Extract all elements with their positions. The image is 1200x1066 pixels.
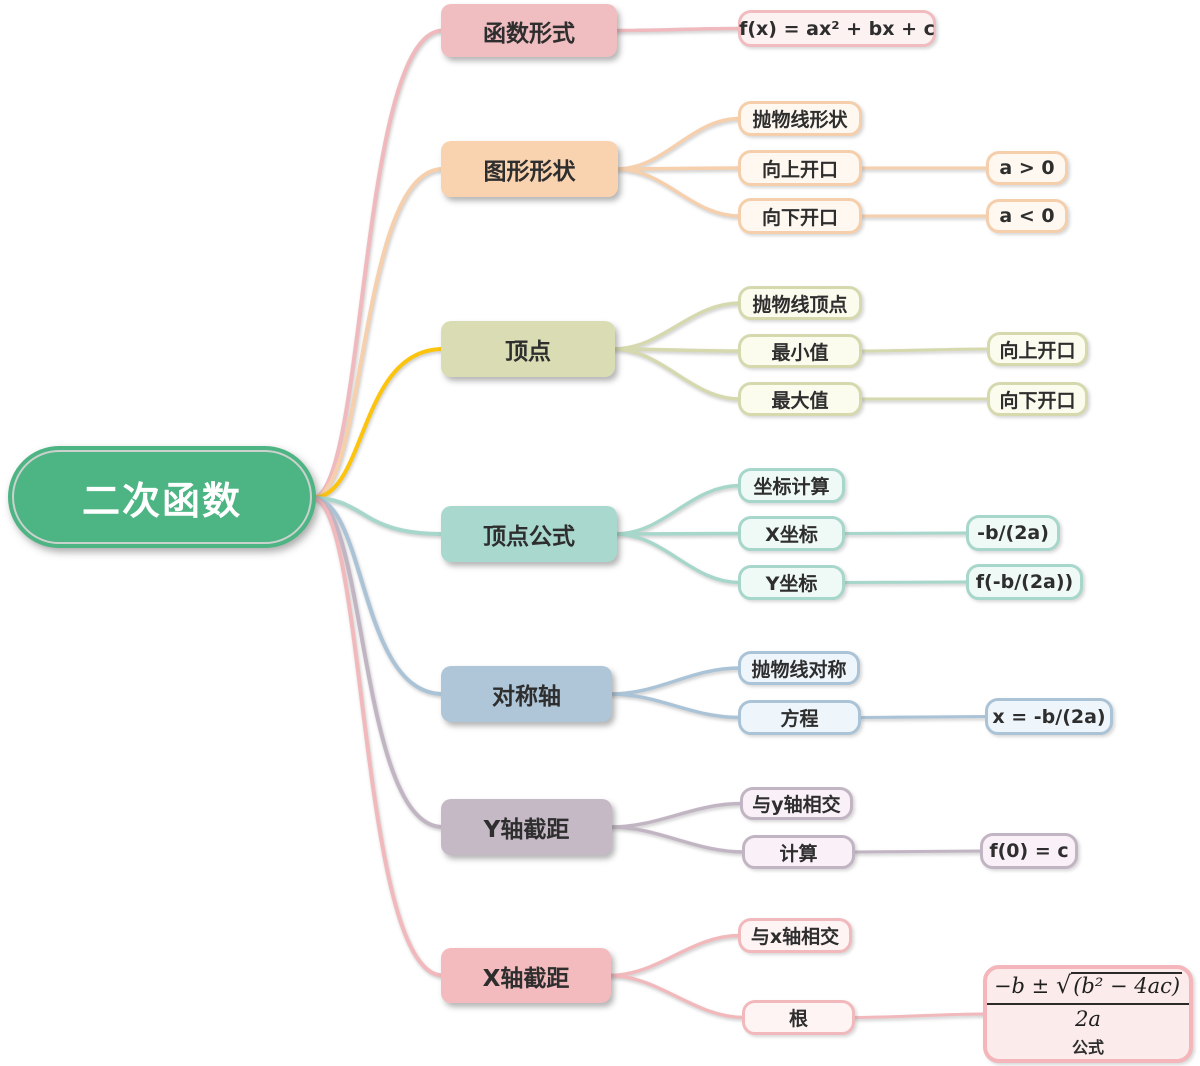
wire-root-to-branch-y-intercept bbox=[310, 496, 445, 829]
wire-node-x-coordinate-to-node-x-coord-value bbox=[841, 531, 970, 535]
node-symmetry-equation[interactable]: x = -b/(2a) bbox=[985, 698, 1113, 735]
branch-y-intercept[interactable]: Y轴截距 bbox=[441, 799, 612, 855]
node-parabola-shape[interactable]: 抛物线形状 bbox=[738, 101, 862, 136]
branch-x-intercept[interactable]: X轴截距 bbox=[441, 948, 611, 1003]
node-quadratic-formula[interactable]: −b ± √(b² − 4ac)2a 公式 bbox=[983, 965, 1193, 1063]
node-max-opens-down[interactable]: 向下开口 bbox=[987, 382, 1088, 416]
branch-graph-shape[interactable]: 图形形状 bbox=[441, 141, 618, 197]
node-a-negative[interactable]: a < 0 bbox=[986, 199, 1068, 233]
wire-branch-vertex-formula-to-node-y-coordinate bbox=[613, 532, 742, 585]
wire-node-roots-to-node-quadratic-formula bbox=[851, 1012, 987, 1019]
wire-node-y-coordinate-to-node-y-coord-value bbox=[841, 580, 970, 584]
branch-vertex[interactable]: 顶点 bbox=[441, 321, 615, 377]
node-x-coord-value[interactable]: -b/(2a) bbox=[966, 515, 1060, 551]
wire-root-to-branch-graph-shape bbox=[310, 167, 445, 500]
wire-branch-y-intercept-to-node-calculation bbox=[608, 825, 746, 854]
node-standard-form[interactable]: f(x) = ax² + bx + c bbox=[738, 10, 936, 47]
wire-branch-vertex-to-node-maximum-value bbox=[611, 347, 742, 401]
node-calculation[interactable]: 计算 bbox=[742, 835, 855, 869]
wire-branch-graph-shape-to-node-opens-upward bbox=[614, 166, 742, 171]
formula-caption: 公式 bbox=[1071, 1037, 1104, 1057]
node-min-opens-up[interactable]: 向上开口 bbox=[987, 332, 1088, 366]
wire-branch-y-intercept-to-node-crosses-y-axis bbox=[608, 801, 744, 829]
wire-branch-vertex-to-node-parabola-vertex bbox=[611, 301, 742, 351]
node-parabola-vertex[interactable]: 抛物线顶点 bbox=[738, 286, 862, 320]
branch-axis-of-symmetry[interactable]: 对称轴 bbox=[441, 666, 612, 722]
branch-function-form[interactable]: 函数形式 bbox=[441, 4, 617, 57]
quadratic-formula-fraction: −b ± √(b² − 4ac)2a bbox=[986, 970, 1190, 1032]
wire-branch-axis-of-symmetry-to-node-parabola-symmetry bbox=[608, 666, 742, 696]
node-equation[interactable]: 方程 bbox=[738, 700, 861, 735]
wire-node-minimum-value-to-node-min-opens-up bbox=[858, 347, 991, 353]
wire-root-to-branch-axis-of-symmetry bbox=[310, 496, 445, 696]
node-crosses-y-axis[interactable]: 与y轴相交 bbox=[740, 787, 853, 820]
wire-branch-axis-of-symmetry-to-node-equation bbox=[608, 692, 742, 720]
node-y-coordinate[interactable]: Y坐标 bbox=[738, 565, 845, 600]
node-y-coord-value[interactable]: f(-b/(2a)) bbox=[966, 564, 1083, 600]
node-maximum-value[interactable]: 最大值 bbox=[738, 382, 862, 416]
wire-node-equation-to-node-symmetry-equation bbox=[857, 715, 989, 719]
node-parabola-symmetry[interactable]: 抛物线对称 bbox=[738, 651, 860, 685]
node-minimum-value[interactable]: 最小值 bbox=[738, 334, 862, 368]
node-a-positive[interactable]: a > 0 bbox=[986, 151, 1068, 185]
wire-branch-graph-shape-to-node-parabola-shape bbox=[614, 116, 742, 171]
radicand: (b² − 4ac) bbox=[1071, 972, 1183, 999]
wire-node-calculation-to-node-y-intercept-value bbox=[851, 849, 984, 854]
sqrt-radical: √(b² − 4ac) bbox=[1055, 971, 1183, 1000]
wire-root-to-branch-function-form bbox=[310, 28, 445, 500]
node-crosses-x-axis[interactable]: 与x轴相交 bbox=[738, 918, 852, 953]
node-y-intercept-value[interactable]: f(0) = c bbox=[980, 833, 1078, 869]
formula-numerator: −b ± √(b² − 4ac) bbox=[986, 970, 1190, 1006]
root-topic[interactable]: 二次函数 bbox=[8, 446, 316, 548]
wire-root-to-branch-vertex-formula bbox=[310, 496, 445, 536]
wire-branch-vertex-formula-to-node-coordinate-calc bbox=[613, 483, 742, 536]
wire-branch-x-intercept-to-node-crosses-x-axis bbox=[607, 933, 742, 978]
wire-branch-function-form-to-node-standard-form bbox=[613, 26, 742, 33]
wire-branch-graph-shape-to-node-opens-downward bbox=[614, 167, 742, 218]
branch-vertex-formula[interactable]: 顶点公式 bbox=[441, 506, 617, 562]
node-x-coordinate[interactable]: X坐标 bbox=[738, 516, 845, 551]
formula-denominator: 2a bbox=[1075, 1007, 1101, 1032]
wire-root-to-branch-x-intercept bbox=[310, 496, 445, 978]
node-opens-downward[interactable]: 向下开口 bbox=[738, 198, 862, 234]
wire-branch-x-intercept-to-node-roots bbox=[607, 973, 746, 1020]
wire-root-to-branch-vertex bbox=[310, 347, 445, 500]
wire-branch-vertex-formula-to-node-x-coordinate bbox=[613, 531, 742, 536]
node-opens-upward[interactable]: 向上开口 bbox=[738, 150, 862, 186]
node-roots[interactable]: 根 bbox=[742, 1000, 855, 1035]
node-coordinate-calc[interactable]: 坐标计算 bbox=[738, 468, 845, 503]
sqrt-sign: √ bbox=[1055, 971, 1072, 1000]
